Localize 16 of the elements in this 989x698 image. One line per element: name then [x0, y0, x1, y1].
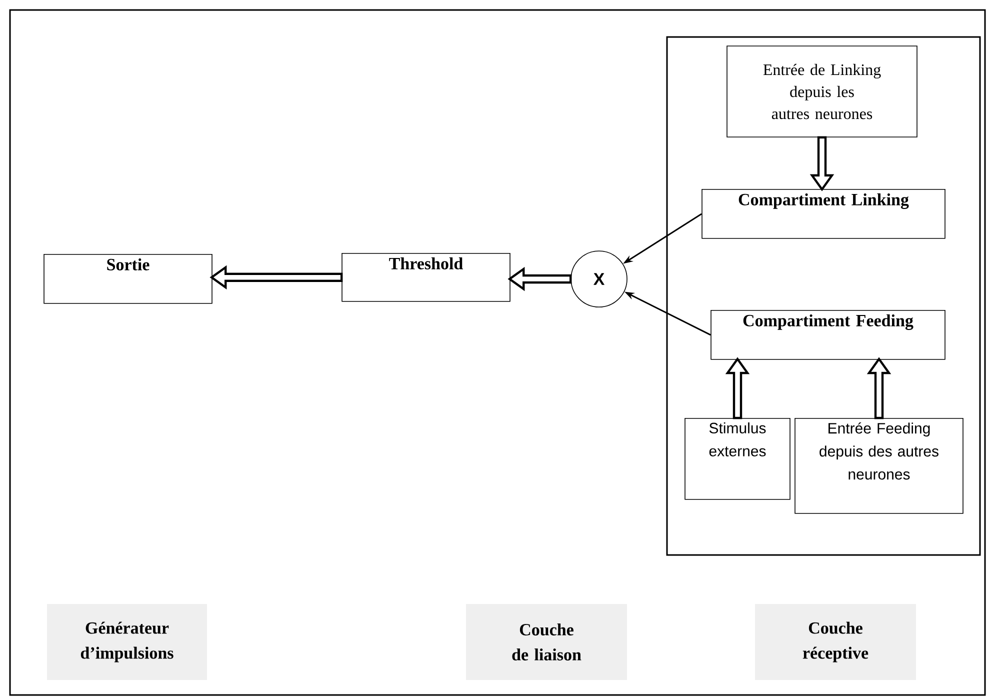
process-box: Compartiment Linking: [702, 189, 946, 239]
arrow: [866, 357, 892, 420]
process-box: Compartiment Feeding: [710, 310, 946, 360]
arrow: [508, 266, 572, 292]
arrow: [810, 136, 834, 192]
process-box: Entrée Feeding depuis des autres neurones: [794, 418, 964, 514]
arrow: [725, 357, 750, 420]
layer-panel: [666, 36, 981, 556]
process-box: Entrée de Linking depuis les autres neurones: [726, 46, 918, 138]
process-box: Stimulus externes: [684, 418, 790, 500]
arrow: [210, 265, 343, 290]
layer-label: Couche réceptive: [755, 604, 916, 680]
process-box: Sortie: [44, 254, 212, 304]
layer-label: Générateur d’impulsions: [47, 604, 207, 680]
process-box: Threshold: [342, 253, 510, 302]
layer-label: Couche de liaison: [466, 604, 627, 680]
